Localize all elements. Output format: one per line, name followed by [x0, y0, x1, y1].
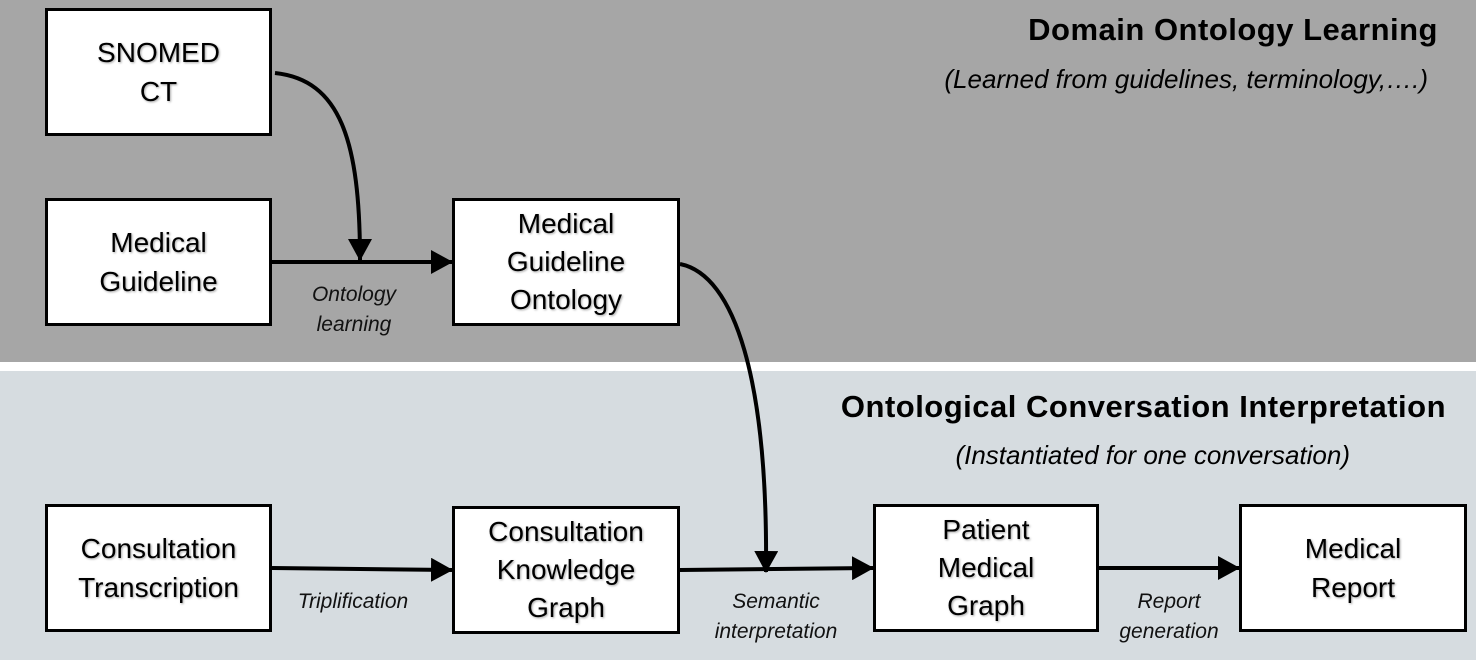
node-line: Medical	[110, 227, 207, 258]
edge-label-line: Triplification	[297, 590, 409, 613]
edge-label-ontology-learning: Ontology learning	[294, 280, 414, 340]
node-line: Guideline	[506, 246, 626, 277]
edge-label-line: Semantic	[732, 590, 820, 613]
arrow-knowledge-graph-to-patient-graph	[679, 556, 874, 581]
node-patient-medical-graph: Patient Medical Graph	[873, 504, 1099, 632]
arrow-transcription-to-knowledge-graph	[271, 557, 453, 582]
edge-label-semantic-interpretation: Semantic interpretation	[696, 587, 856, 647]
bottom-section-title: Ontological Conversation Interpretation	[840, 389, 1446, 424]
arrow-ontology-to-semantic	[679, 262, 779, 573]
node-line: CT	[139, 76, 178, 107]
node-line: Graph	[527, 592, 605, 623]
edge-label-line: Report	[1137, 590, 1201, 613]
node-line: Ontology	[509, 284, 623, 315]
node-line: Medical	[1304, 533, 1402, 564]
edge-label-triplification: Triplification	[280, 587, 426, 617]
node-snomed-ct: SNOMED CT	[45, 8, 272, 136]
top-section-title: Domain Ontology Learning	[1028, 12, 1438, 47]
node-consultation-knowledge-graph: Consultation Knowledge Graph	[452, 506, 680, 634]
edge-label-report-generation: Report generation	[1104, 587, 1234, 647]
node-line: Guideline	[99, 266, 218, 297]
node-consultation-transcription: Consultation Transcription	[45, 504, 272, 632]
node-line: Graph	[947, 590, 1025, 621]
node-line: Medical	[517, 208, 615, 239]
edge-label-line: learning	[316, 313, 392, 336]
node-line: Patient	[942, 514, 1030, 545]
node-medical-guideline-ontology: Medical Guideline Ontology	[452, 198, 680, 326]
bottom-section-subtitle: (Instantiated for one conversation)	[955, 440, 1350, 470]
node-line: Transcription	[78, 572, 239, 603]
node-line: SNOMED	[97, 37, 220, 68]
node-line: Knowledge	[496, 554, 636, 585]
edge-label-line: Ontology	[311, 283, 397, 306]
top-section-subtitle: (Learned from guidelines, terminology,….…	[944, 64, 1428, 94]
node-medical-guideline: Medical Guideline	[45, 198, 272, 326]
arrow-snomed-to-ontology	[274, 71, 372, 261]
edge-label-line: generation	[1119, 620, 1219, 643]
node-line: Consultation	[80, 533, 237, 564]
node-line: Medical	[937, 552, 1035, 583]
node-medical-report: Medical Report	[1239, 504, 1467, 632]
node-line: Report	[1310, 572, 1396, 603]
node-line: Consultation	[488, 516, 644, 547]
edge-label-line: interpretation	[714, 620, 838, 643]
